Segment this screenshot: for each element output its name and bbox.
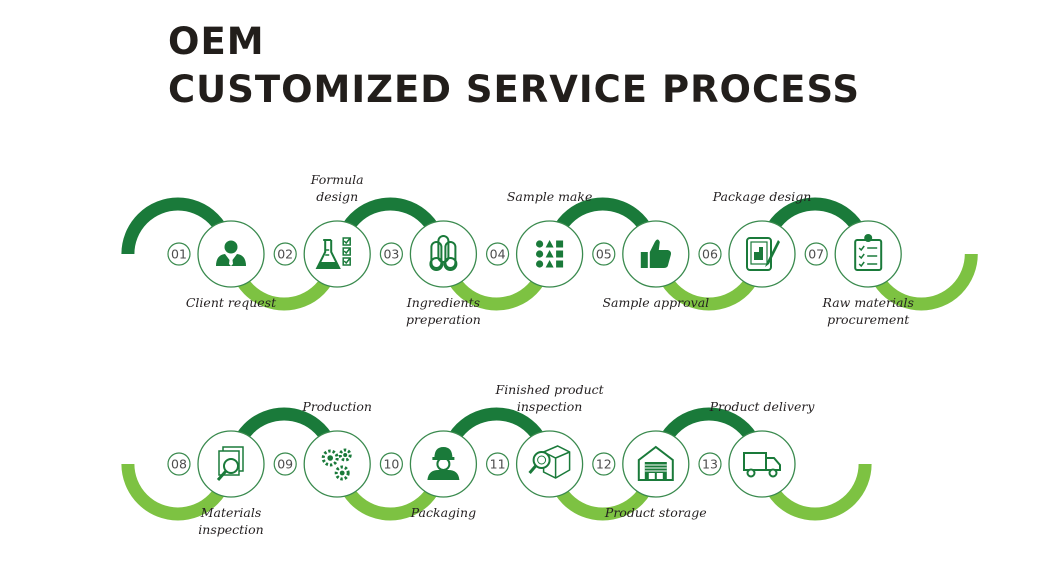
step-number-badge: [698, 452, 722, 476]
step-number: 13: [702, 457, 718, 472]
step-label: Packaging: [410, 505, 476, 520]
step-circle: [728, 430, 796, 498]
step-circle: [409, 220, 478, 288]
step-number: 01: [171, 247, 187, 262]
title-line-2: CUSTOMIZED SERVICE PROCESS: [168, 68, 861, 111]
process-step: 04 Sample make: [486, 189, 593, 288]
shapes-grid-icon: [536, 240, 564, 268]
step-number-badge: [486, 242, 510, 266]
step-circle: [834, 220, 902, 288]
step-number: 03: [383, 247, 399, 262]
step-number-badge: [273, 242, 297, 266]
worker-icon: [427, 447, 460, 480]
step-number: 06: [702, 247, 718, 262]
step-number: 11: [490, 457, 506, 472]
step-circle: [303, 220, 371, 288]
gears-icon: [321, 448, 352, 481]
step-number: 04: [490, 247, 506, 262]
user-icon: [216, 240, 246, 266]
step-number-badge: [167, 452, 191, 476]
page-title: OEM CUSTOMIZED SERVICE PROCESS: [168, 18, 860, 114]
thumbs-up-icon: [640, 239, 671, 268]
step-number: 02: [277, 247, 293, 262]
flask-checklist-icon: [315, 237, 351, 269]
step-number: 08: [171, 457, 187, 472]
step-label: Production: [301, 399, 372, 414]
step-label: Client request: [186, 295, 277, 310]
step-number-badge: [273, 452, 297, 476]
step-label: Sample approval: [602, 295, 709, 310]
step-label: Sample make: [507, 189, 593, 204]
title-line-1: OEM: [168, 20, 265, 63]
step-number: 12: [596, 457, 612, 472]
step-circle: [197, 220, 265, 288]
process-step: 13 Product delivery: [698, 399, 816, 498]
step-number: 05: [596, 247, 612, 262]
step-number-badge: [486, 452, 510, 476]
clipboard-checklist-icon: [854, 234, 883, 271]
step-number-badge: [592, 452, 616, 476]
step-circle: [303, 430, 371, 498]
step-circle: [409, 430, 478, 498]
step-label: Package design: [712, 189, 812, 204]
process-step: 06 Package design: [698, 189, 812, 288]
step-number: 10: [383, 457, 399, 472]
step-number-badge: [167, 242, 191, 266]
ingredients-icon: [429, 235, 458, 271]
step-number-badge: [698, 242, 722, 266]
document-magnifier-icon: [216, 446, 244, 481]
step-number-badge: [804, 242, 828, 266]
process-step: 09 Production: [273, 399, 372, 498]
warehouse-icon: [637, 445, 674, 481]
step-number: 09: [277, 457, 293, 472]
tablet-design-icon: [746, 237, 780, 271]
step-number-badge: [592, 242, 616, 266]
step-label: Product delivery: [709, 399, 816, 414]
step-number-badge: [379, 452, 403, 476]
box-magnifier-icon: [528, 445, 571, 479]
step-label: Product storage: [604, 505, 707, 520]
step-number-badge: [379, 242, 403, 266]
step-number: 07: [808, 247, 824, 262]
truck-icon: [743, 452, 781, 478]
